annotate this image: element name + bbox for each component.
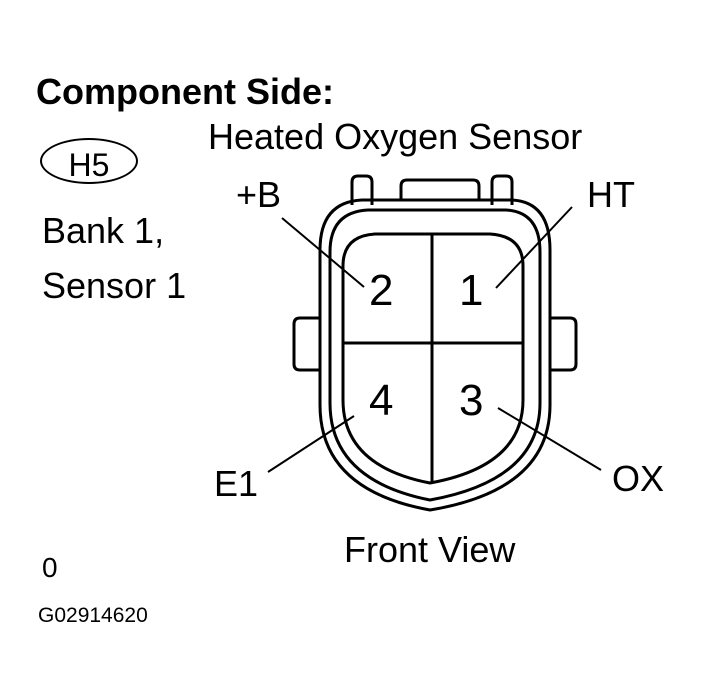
leader-line-pin-4	[267, 415, 355, 473]
leader-line-pin-3	[497, 407, 602, 471]
location-line-2: Sensor 1	[42, 265, 187, 306]
connector-code: H5	[68, 147, 110, 183]
connector-code-badge: H5	[40, 138, 138, 184]
connector-ear-right	[550, 316, 578, 372]
pin-signal-2: +B	[236, 174, 281, 215]
view-label: Front View	[344, 529, 516, 570]
leader-line-pin-1	[495, 206, 573, 289]
footnote-number: 0	[42, 552, 58, 583]
pin-signal-3: OX	[612, 458, 664, 499]
connector-ear-left	[292, 316, 320, 372]
pin-number-3: 3	[459, 376, 483, 425]
pin-number-1: 1	[459, 266, 483, 315]
connector-clip-left	[350, 174, 374, 205]
connector-clip-right	[490, 174, 514, 205]
pin-number-4: 4	[369, 376, 393, 425]
connector-latch	[399, 178, 481, 200]
connector-face	[341, 232, 525, 485]
figure-id: G02914620	[38, 604, 148, 627]
connector-housing-outer	[318, 198, 552, 512]
connector-name: Heated Oxygen Sensor	[208, 116, 583, 157]
page-title: Component Side:	[36, 71, 334, 112]
pin-signal-4: E1	[214, 463, 258, 504]
leader-line-pin-2	[281, 217, 365, 288]
connector-housing-middle	[328, 208, 542, 502]
location-line-1: Bank 1,	[42, 210, 165, 251]
pin-number-2: 2	[369, 266, 393, 315]
pin-signal-1: HT	[587, 174, 635, 215]
